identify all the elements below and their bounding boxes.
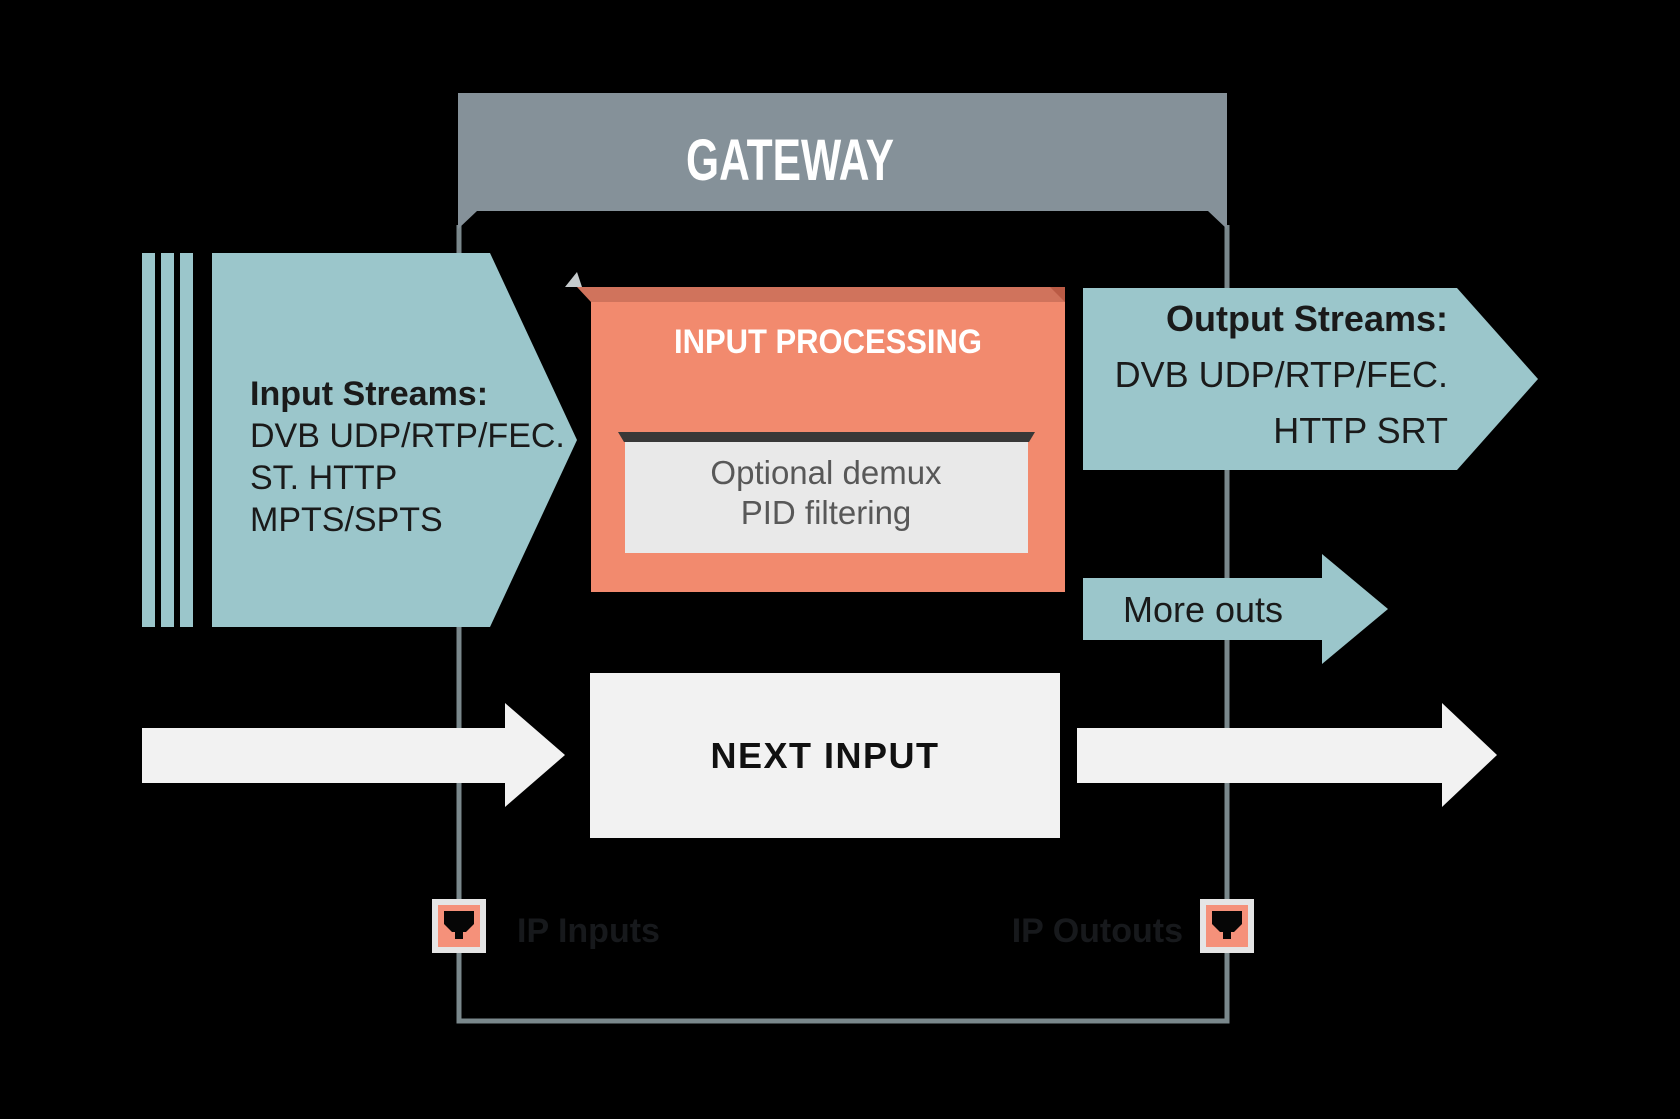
gateway-title: GATEWAY bbox=[686, 128, 894, 193]
input-stripe-2 bbox=[161, 253, 174, 627]
ip-outputs-label: IP Outouts bbox=[1012, 912, 1183, 950]
rj45-output-icon bbox=[1200, 899, 1254, 953]
output-arrow-shape bbox=[1083, 288, 1538, 470]
next-input-left-arrow bbox=[142, 703, 565, 807]
demux-top-strip bbox=[618, 432, 1035, 442]
output-streams-line-2: HTTP SRT bbox=[1273, 410, 1448, 451]
gateway-banner: GATEWAY bbox=[458, 93, 1227, 229]
output-streams-title: Output Streams: bbox=[1166, 298, 1448, 339]
rj45-output-plug bbox=[1212, 911, 1242, 939]
next-input-label: NEXT INPUT bbox=[710, 735, 939, 776]
processing-fold-tip bbox=[565, 272, 582, 287]
more-outs-label: More outs bbox=[1123, 589, 1283, 630]
rj45-input-plug bbox=[444, 911, 474, 939]
input-streams-line-3: MPTS/SPTS bbox=[250, 501, 443, 539]
next-input-box: NEXT INPUT bbox=[590, 673, 1060, 838]
demux-line-1: Optional demux bbox=[710, 454, 942, 491]
gateway-banner-shape bbox=[458, 93, 1227, 229]
processing-top-edge bbox=[577, 287, 1065, 302]
next-input-shape bbox=[590, 673, 1060, 838]
input-streams-title: Input Streams: bbox=[250, 375, 488, 413]
demux-box bbox=[625, 442, 1028, 553]
processing-top-corner bbox=[1050, 287, 1065, 302]
more-outs-shape bbox=[1083, 554, 1388, 664]
next-input-right-arrow bbox=[1077, 703, 1497, 807]
rj45-input-icon bbox=[432, 899, 486, 953]
output-streams-line-1: DVB UDP/RTP/FEC. bbox=[1115, 354, 1448, 395]
input-streams-arrow: Input Streams: DVB UDP/RTP/FEC. ST. HTTP… bbox=[142, 253, 577, 627]
input-streams-line-2: ST. HTTP bbox=[250, 459, 397, 497]
input-stripe-1 bbox=[142, 253, 155, 627]
input-arrow-shape bbox=[212, 253, 577, 627]
input-stripe-3 bbox=[180, 253, 193, 627]
more-outs-arrow: More outs bbox=[1083, 554, 1388, 664]
input-streams-line-1: DVB UDP/RTP/FEC. bbox=[250, 417, 565, 455]
input-processing-box: INPUT PROCESSING Optional demux PID filt… bbox=[565, 272, 1065, 592]
ip-inputs-label: IP Inputs bbox=[517, 912, 660, 950]
demux-line-2: PID filtering bbox=[741, 494, 912, 531]
input-processing-title: INPUT PROCESSING bbox=[674, 323, 982, 361]
output-streams-arrow: Output Streams: DVB UDP/RTP/FEC. HTTP SR… bbox=[1083, 288, 1538, 470]
